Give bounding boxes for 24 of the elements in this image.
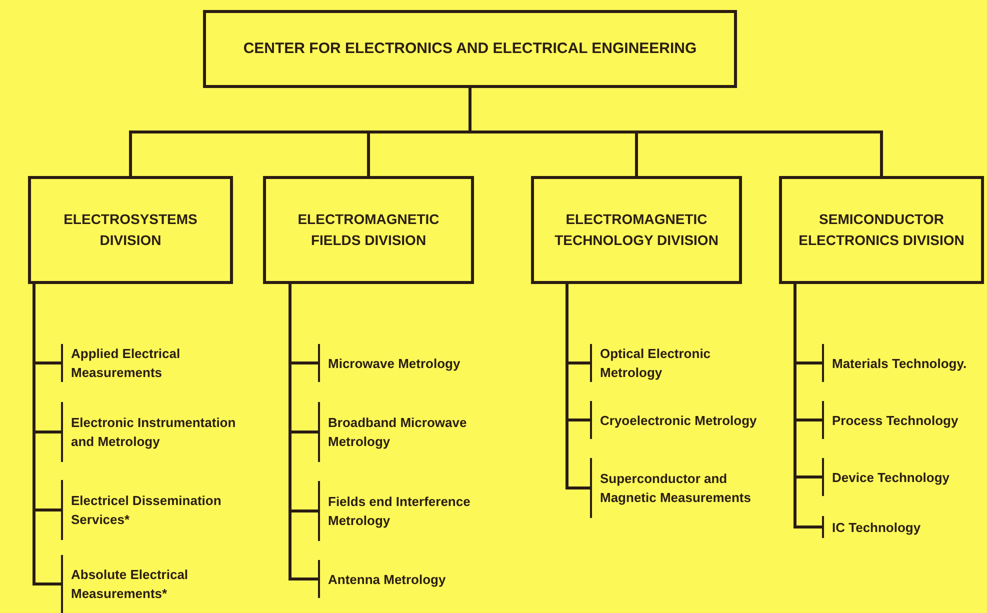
branch-item: Superconductor and Magnetic Measurements [590, 458, 780, 518]
branch-item: Microwave Metrology [318, 344, 498, 382]
connector-line [566, 284, 590, 490]
division-box: ELECTROMAGNETIC TECHNOLOGY DIVISION [531, 176, 742, 284]
branch-item: Materials Technology. [822, 344, 982, 382]
branch-item: Optical Electronic Metrology [590, 344, 770, 382]
branch-item: Broadband Microwave Metrology [318, 402, 498, 462]
division-box: ELECTROMAGNETIC FIELDS DIVISION [263, 176, 474, 284]
branch-item: Antenna Metrology [318, 560, 498, 598]
center-box: CENTER FOR ELECTRONICS AND ELECTRICAL ENGINEERING [203, 10, 737, 88]
connector-line [32, 284, 61, 586]
connector-line [794, 284, 822, 528]
branch-item: Absolute Electrical Measurements* [61, 555, 241, 613]
branch-item: Device Technology [822, 458, 982, 496]
division-box: SEMICONDUCTOR ELECTRONICS DIVISION [779, 176, 984, 284]
branch-item: Cryoelectronic Metrology [590, 401, 770, 439]
connector-line [288, 284, 318, 580]
branch-item: IC Technology [822, 516, 982, 538]
branch-item: Applied Electrical Measurements [61, 344, 241, 382]
branch-item: Process Technology [822, 401, 982, 439]
division-box: ELECTROSYSTEMS DIVISION [28, 176, 233, 284]
branch-item: Fields end Interference Metrology [318, 481, 498, 541]
branch-item: Electronic Instrumentation and Metrology [61, 402, 241, 462]
branch-item: Electricel Dissemination Services* [61, 480, 241, 540]
